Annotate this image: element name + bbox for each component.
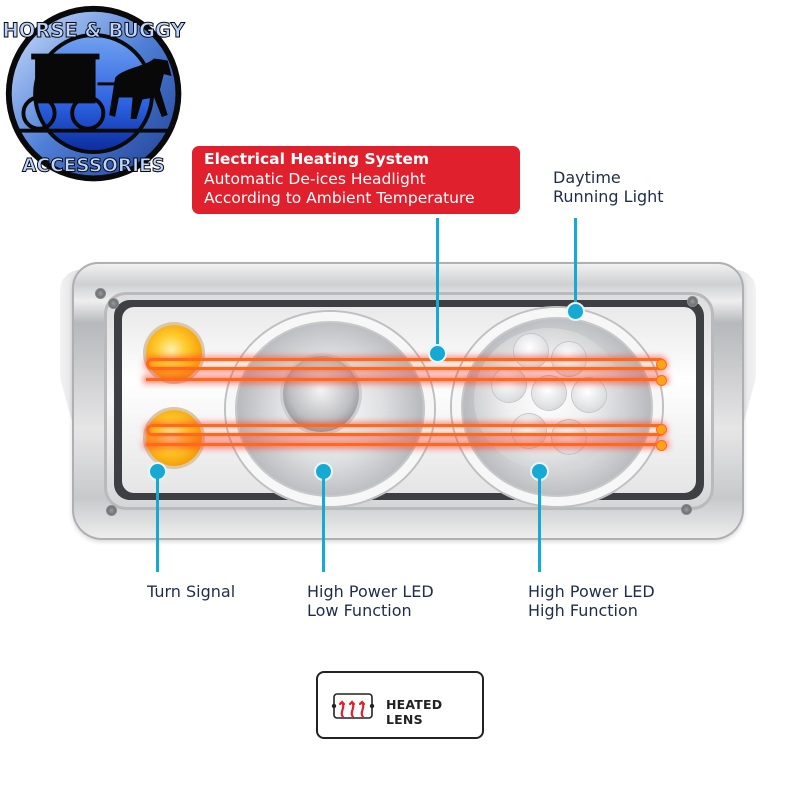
high-function-leader-line [538, 476, 541, 572]
logo-bottom-text: ACCESSORIES [22, 156, 165, 177]
screw-icon [95, 288, 106, 299]
low-function-label-line1: High Power LED [307, 582, 434, 601]
high-function-label-line2: High Function [528, 601, 638, 620]
drl-label: Daytime Running Light [553, 168, 664, 206]
high-function-label: High Power LED High Function [528, 582, 655, 620]
heating-callout-line2: According to Ambient Temperature [204, 189, 475, 207]
drl-label-line2: Running Light [553, 187, 664, 206]
heated-lens-icon [331, 693, 375, 719]
screw-icon [108, 298, 119, 309]
turn-signal-label: Turn Signal [147, 582, 235, 601]
drl-leader-line [574, 218, 577, 304]
heating-element-upper [146, 358, 666, 370]
heating-terminal-icon [656, 440, 667, 451]
heating-wire [146, 443, 666, 446]
low-function-label-line2: Low Function [307, 601, 412, 620]
heating-element-lower [146, 424, 666, 436]
turn-signal-label-line1: Turn Signal [147, 582, 236, 601]
heating-callout-line1: Automatic De-ices Headlight [204, 169, 426, 188]
turn-signal-leader-line [156, 476, 159, 572]
turn-signal-upper [146, 325, 202, 381]
heated-lens-label: HEATED LENS [386, 697, 443, 727]
horse-and-buggy-logo: HORSE & BUGGY ACCESSORIES [2, 5, 186, 182]
heating-terminal-icon [656, 424, 667, 435]
heating-leader-line [436, 218, 439, 346]
logo-top-text: HORSE & BUGGY [2, 19, 185, 42]
screw-icon [106, 505, 117, 516]
heating-terminal-icon [656, 375, 667, 386]
high-beam-led-cluster [474, 328, 624, 470]
low-function-leader-line [322, 476, 325, 572]
screw-icon [687, 296, 698, 307]
low-function-label: High Power LED Low Function [307, 582, 434, 620]
screw-icon [681, 504, 692, 515]
turn-signal-lower [146, 410, 202, 466]
heating-callout-title: Electrical Heating System [204, 150, 430, 168]
high-function-label-line1: High Power LED [528, 582, 655, 601]
heated-lens-badge: HEATED LENS [316, 671, 484, 739]
heating-pointer-dot [428, 344, 447, 363]
heating-system-callout: Electrical Heating System Automatic De-i… [192, 146, 520, 214]
heating-terminal-icon [656, 359, 667, 370]
heating-wire [146, 378, 666, 381]
drl-label-line1: Daytime [553, 168, 621, 187]
drl-pointer-dot [566, 302, 585, 321]
